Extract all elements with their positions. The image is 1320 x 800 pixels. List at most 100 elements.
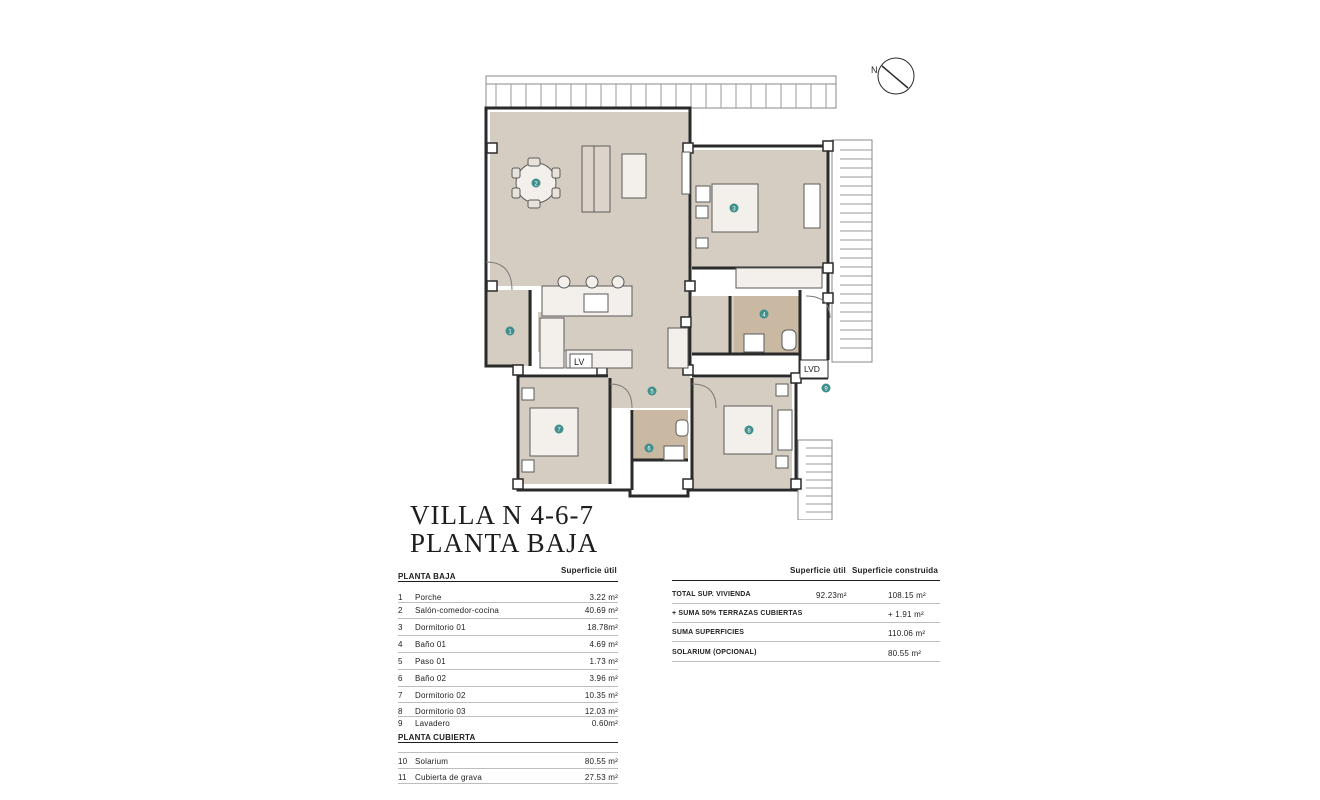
structural-column (512, 478, 524, 490)
room-number: 2 (398, 606, 403, 615)
structural-column (822, 262, 834, 274)
area-row: 9 Lavadero 0.60m² (398, 719, 618, 731)
summary-row: TOTAL SUP. VIVIENDA 92.23m² 108.15 m² (672, 591, 940, 603)
room-number: 8 (398, 707, 403, 716)
room-area: 0.60m² (591, 719, 618, 728)
col-superficie-util: Superficie útil (790, 566, 846, 575)
compass-north-label: N (871, 65, 878, 75)
room-number: 6 (398, 674, 403, 683)
structural-column (682, 478, 694, 490)
lv-label: LV (574, 357, 584, 367)
summary-label: TOTAL SUP. VIVIENDA (672, 591, 751, 598)
door-swings (485, 261, 831, 409)
room-number: 3 (398, 623, 403, 632)
room-area: 27.53 m² (584, 773, 618, 782)
room-marker-4 (759, 309, 769, 319)
summary-label: + SUMA 50% TERRAZAS CUBIERTAS (672, 610, 803, 617)
structural-column (512, 364, 524, 376)
col-superficie-construida: Superficie construida (852, 566, 938, 575)
area-row: 5 Paso 01 1.73 m² (398, 657, 618, 669)
summary-row: SOLARIUM (OPCIONAL) 80.55 m² (672, 649, 940, 661)
col-superficie-util: Superficie útil (561, 566, 617, 575)
room-marker-2 (531, 178, 541, 188)
lvd-label: LVD (804, 364, 820, 374)
room-number: 11 (398, 773, 407, 782)
room-name: Dormitorio 03 (415, 707, 466, 716)
area-row: 3 Dormitorio 01 18.78m² (398, 623, 618, 635)
area-row: 7 Dormitorio 02 10.35 m² (398, 691, 618, 703)
room-area: 80.55 m² (584, 757, 618, 766)
structural-column (486, 280, 498, 292)
room-area: 1.73 m² (589, 657, 618, 666)
summary-label: SOLARIUM (OPCIONAL) (672, 649, 757, 656)
room-name: Salón-comedor-cocina (415, 606, 500, 615)
room-marker-number: 3 (732, 206, 736, 212)
room-name: Baño 01 (415, 640, 447, 649)
room-area: 10.35 m² (584, 691, 618, 700)
plan-subtitle: PLANTA BAJA (410, 528, 599, 558)
stairs-upper (831, 139, 873, 363)
room-area: 12.03 m² (584, 707, 618, 716)
structural-column (822, 140, 834, 152)
area-row: 4 Baño 01 4.69 m² (398, 640, 618, 652)
room-name: Cubierta de grava (415, 773, 482, 782)
room-marker-number: 5 (650, 389, 654, 395)
summary-label: SUMA SUPERFICIES (672, 629, 745, 636)
room-marker-5 (647, 386, 657, 396)
summary-construida: + 1.91 m² (888, 610, 924, 619)
room-marker-number: 8 (747, 428, 751, 434)
room-name: Solarium (415, 757, 449, 766)
structural-column (680, 316, 692, 328)
structural-column (790, 478, 802, 490)
area-row: 2 Salón-comedor-cocina 40.69 m² (398, 606, 618, 618)
section-planta-cubierta: PLANTA CUBIERTA (398, 733, 476, 742)
room-name: Dormitorio 01 (415, 623, 466, 632)
furniture (511, 145, 823, 473)
room-area: 4.69 m² (589, 640, 618, 649)
section-planta-baja: PLANTA BAJA (398, 572, 456, 581)
room-number: 9 (398, 719, 403, 728)
area-table-right: Superficie útil Superficie construida TO… (672, 566, 940, 666)
plan-title: VILLA N 4-6-7 (410, 500, 594, 530)
room-marker-number: 9 (824, 386, 828, 392)
room-number: 4 (398, 640, 403, 649)
summary-construida: 108.15 m² (888, 591, 926, 600)
room-marker-number: 7 (557, 427, 561, 433)
room-marker-9 (821, 383, 831, 393)
room-marker-1 (505, 326, 515, 336)
summary-row: SUMA SUPERFICIES 110.06 m² (672, 629, 940, 641)
room-number: 1 (398, 593, 403, 602)
room-area: 18.78m² (587, 623, 618, 632)
room-name: Paso 01 (415, 657, 446, 666)
room-marker-6 (644, 443, 654, 453)
summary-util: 92.23m² (816, 591, 847, 600)
room-marker-8 (744, 425, 754, 435)
area-row: 10 Solarium 80.55 m² (398, 757, 618, 769)
room-marker-number: 4 (762, 312, 766, 318)
room-marker-number: 1 (508, 329, 512, 335)
room-name: Porche (415, 593, 442, 602)
room-number: 7 (398, 691, 403, 700)
structural-column (822, 292, 834, 304)
room-name: Dormitorio 02 (415, 691, 466, 700)
structural-column (486, 142, 498, 154)
room-name: Lavadero (415, 719, 450, 728)
room-number: 5 (398, 657, 403, 666)
room-name: Baño 02 (415, 674, 447, 683)
compass-icon (877, 57, 915, 95)
room-area: 40.69 m² (584, 606, 618, 615)
area-row: 11 Cubierta de grava 27.53 m² (398, 773, 618, 785)
room-marker-3 (729, 203, 739, 213)
summary-construida: 110.06 m² (888, 629, 926, 638)
structural-column (684, 280, 696, 292)
area-row: 8 Dormitorio 03 12.03 m² (398, 707, 618, 719)
summary-row: + SUMA 50% TERRAZAS CUBIERTAS + 1.91 m² (672, 610, 940, 622)
room-marker-number: 6 (647, 446, 651, 452)
room-marker-7 (554, 424, 564, 434)
summary-construida: 80.55 m² (888, 649, 922, 658)
room-number: 10 (398, 757, 408, 766)
